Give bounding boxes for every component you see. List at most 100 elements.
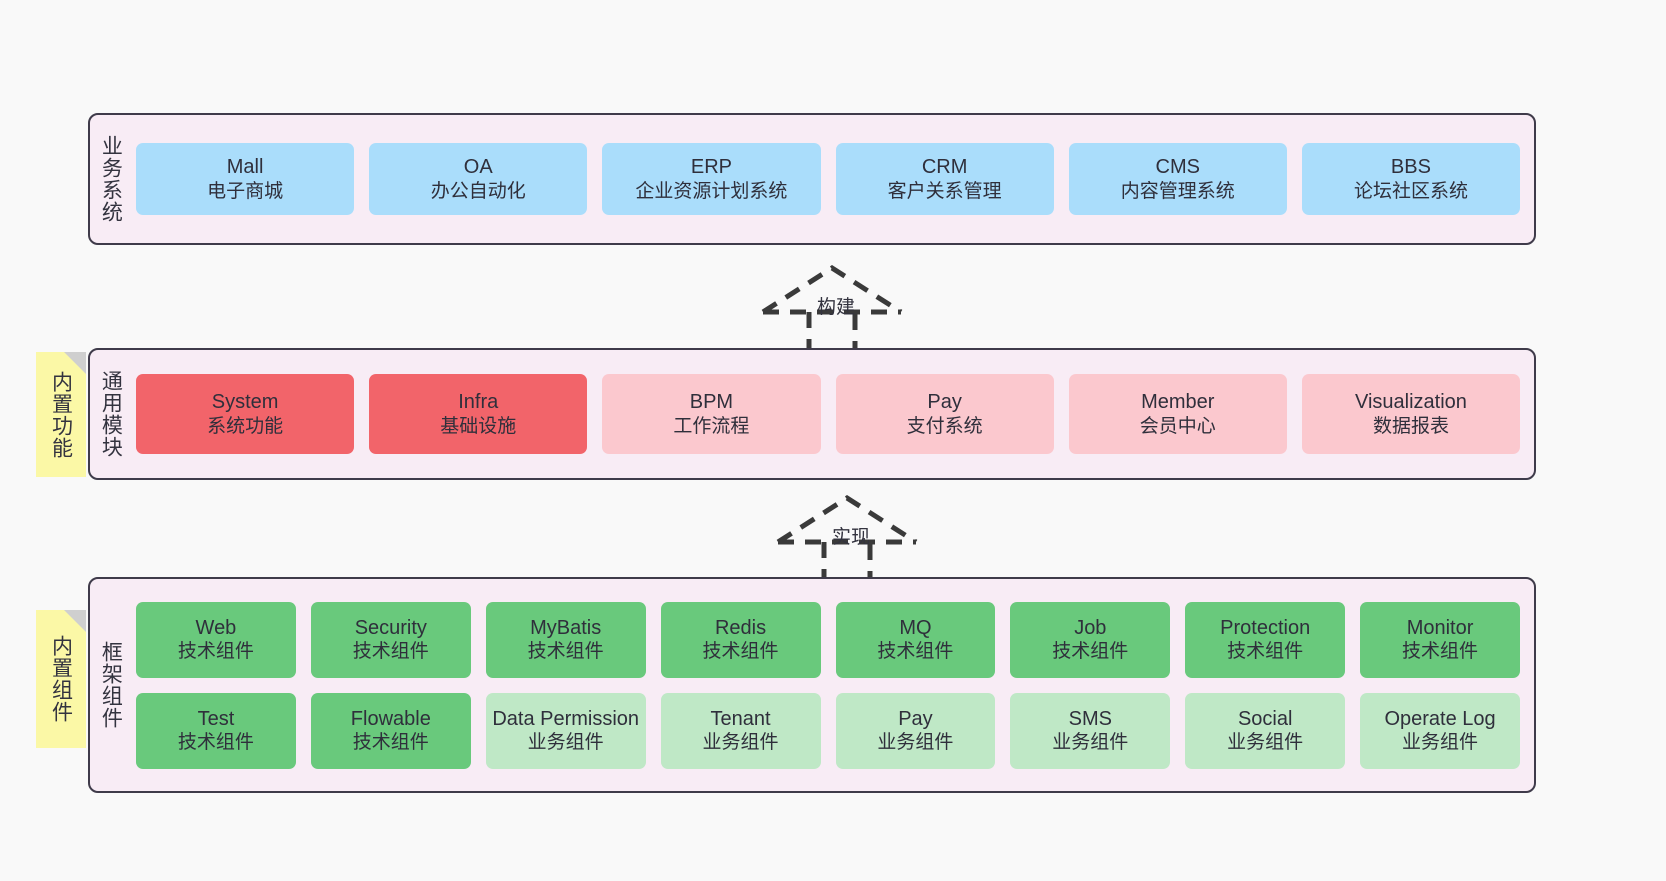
card-title-en: System <box>211 391 279 414</box>
card-title-en: Member <box>1141 391 1215 414</box>
layer-framework-body: Web 技术组件 Security 技术组件 MyBatis 技术组件 Redi… <box>130 579 1534 791</box>
connector-build-arrow: 构建 <box>757 262 907 355</box>
card-title-cn: 客户关系管理 <box>887 180 1002 202</box>
connector-implement-arrow: 实现 <box>772 492 922 585</box>
card-title-cn: 电子商城 <box>207 180 284 202</box>
card-security[interactable]: Security 技术组件 <box>310 601 471 678</box>
card-member[interactable]: Member 会员中心 <box>1068 374 1287 454</box>
card-mq[interactable]: MQ 技术组件 <box>835 601 996 678</box>
card-title-cn: 技术组件 <box>177 641 254 663</box>
connector-build-label: 构建 <box>817 297 856 318</box>
card-title-en: Data Permission <box>492 707 640 730</box>
card-title-cn: 技术组件 <box>177 732 254 754</box>
modules-card-row: System 系统功能 Infra 基础设施 BPM 工作流程 Pay 支付系统… <box>136 374 1521 454</box>
sticky-fold-corner-icon <box>64 610 86 632</box>
card-crm[interactable]: CRM 客户关系管理 <box>835 143 1054 215</box>
card-data-permission[interactable]: Data Permission 业务组件 <box>485 692 646 769</box>
card-title-en: Protection <box>1220 616 1311 639</box>
card-test[interactable]: Test 技术组件 <box>136 692 296 769</box>
connector-implement-label: 实现 <box>832 527 871 548</box>
card-monitor[interactable]: Monitor 技术组件 <box>1360 601 1520 678</box>
card-title-en: BPM <box>689 391 734 414</box>
card-title-en: Tenant <box>710 707 771 730</box>
card-title-en: MyBatis <box>530 616 602 639</box>
card-operate-log[interactable]: Operate Log 业务组件 <box>1360 692 1520 769</box>
card-title-en: Visualization <box>1354 391 1467 414</box>
card-title-cn: 技术组件 <box>352 732 429 754</box>
card-title-cn: 办公自动化 <box>430 180 526 202</box>
card-title-cn: 技术组件 <box>1227 641 1304 663</box>
layer-business-label: 业务系统 <box>99 135 123 223</box>
card-title-cn: 技术组件 <box>1052 641 1129 663</box>
card-title-en: SMS <box>1068 707 1112 730</box>
card-title-cn: 技术组件 <box>352 641 429 663</box>
sticky-note-builtin-components: 内置组件 <box>36 610 86 748</box>
card-infra[interactable]: Infra 基础设施 <box>369 374 588 454</box>
card-title-en: Security <box>354 616 427 639</box>
card-title-en: Monitor <box>1406 616 1474 639</box>
card-mybatis[interactable]: MyBatis 技术组件 <box>485 601 646 678</box>
card-web[interactable]: Web 技术组件 <box>136 601 296 678</box>
card-system[interactable]: System 系统功能 <box>136 374 355 454</box>
card-title-cn: 业务组件 <box>1227 732 1304 754</box>
card-title-en: Flowable <box>350 707 431 730</box>
card-mall[interactable]: Mall 电子商城 <box>136 143 355 215</box>
card-bbs[interactable]: BBS 论坛社区系统 <box>1301 143 1521 215</box>
sticky-fold-corner-icon <box>64 352 86 374</box>
layer-business-body: Mall 电子商城 OA 办公自动化 ERP 企业资源计划系统 CRM 客户关系… <box>130 115 1534 243</box>
card-oa[interactable]: OA 办公自动化 <box>369 143 588 215</box>
card-title-cn: 业务组件 <box>702 732 779 754</box>
card-title-cn: 业务组件 <box>1402 732 1479 754</box>
layer-business-systems: 业务系统 Mall 电子商城 OA 办公自动化 ERP 企业资源计划系统 CRM <box>88 113 1536 245</box>
card-title-cn: 企业资源计划系统 <box>635 180 788 202</box>
card-title-en: Test <box>197 707 235 730</box>
card-tenant[interactable]: Tenant 业务组件 <box>660 692 821 769</box>
card-title-cn: 业务组件 <box>877 732 954 754</box>
card-title-cn: 支付系统 <box>906 415 983 437</box>
card-title-en: Pay <box>898 707 933 730</box>
card-title-en: Job <box>1074 616 1107 639</box>
layer-framework-components: 框架组件 Web 技术组件 Security 技术组件 MyBatis 技术组件… <box>88 577 1536 793</box>
framework-card-row-1: Web 技术组件 Security 技术组件 MyBatis 技术组件 Redi… <box>136 601 1520 678</box>
card-title-en: CRM <box>921 156 968 179</box>
card-title-cn: 内容管理系统 <box>1120 180 1235 202</box>
layer-modules-label: 通用模块 <box>99 370 123 458</box>
card-protection[interactable]: Protection 技术组件 <box>1185 601 1346 678</box>
layer-modules-body: System 系统功能 Infra 基础设施 BPM 工作流程 Pay 支付系统… <box>130 350 1534 478</box>
card-title-cn: 系统功能 <box>207 415 284 437</box>
sticky-note-label: 内置功能 <box>49 370 73 459</box>
card-pay-component[interactable]: Pay 业务组件 <box>835 692 996 769</box>
card-pay-module[interactable]: Pay 支付系统 <box>835 374 1054 454</box>
card-title-en: Redis <box>714 616 767 639</box>
card-title-en: MQ <box>899 616 932 639</box>
card-title-en: CMS <box>1155 156 1200 179</box>
card-title-en: ERP <box>690 156 732 179</box>
card-redis[interactable]: Redis 技术组件 <box>660 601 821 678</box>
card-title-cn: 数据报表 <box>1372 415 1449 437</box>
card-visualization[interactable]: Visualization 数据报表 <box>1301 374 1521 454</box>
layer-framework-label: 框架组件 <box>99 641 123 729</box>
card-title-en: Web <box>195 616 237 639</box>
card-title-en: Social <box>1237 707 1293 730</box>
card-title-cn: 工作流程 <box>673 415 750 437</box>
card-title-en: Operate Log <box>1384 707 1496 730</box>
card-title-cn: 论坛社区系统 <box>1353 180 1468 202</box>
layer-general-modules: 通用模块 System 系统功能 Infra 基础设施 BPM 工作流程 Pay <box>88 348 1536 480</box>
card-flowable[interactable]: Flowable 技术组件 <box>310 692 471 769</box>
card-title-cn: 技术组件 <box>877 641 954 663</box>
card-title-cn: 基础设施 <box>440 415 517 437</box>
card-bpm[interactable]: BPM 工作流程 <box>602 374 821 454</box>
card-cms[interactable]: CMS 内容管理系统 <box>1068 143 1287 215</box>
card-title-en: Infra <box>458 391 499 414</box>
sticky-note-label: 内置组件 <box>49 635 73 723</box>
card-title-en: OA <box>463 156 493 179</box>
card-title-en: Pay <box>927 391 962 414</box>
card-sms[interactable]: SMS 业务组件 <box>1010 692 1171 769</box>
sticky-note-builtin-features: 内置功能 <box>36 352 86 477</box>
card-social[interactable]: Social 业务组件 <box>1185 692 1346 769</box>
business-card-row: Mall 电子商城 OA 办公自动化 ERP 企业资源计划系统 CRM 客户关系… <box>136 143 1521 215</box>
card-job[interactable]: Job 技术组件 <box>1010 601 1171 678</box>
card-title-en: Mall <box>226 156 264 179</box>
card-erp[interactable]: ERP 企业资源计划系统 <box>602 143 821 215</box>
card-title-cn: 技术组件 <box>527 641 604 663</box>
